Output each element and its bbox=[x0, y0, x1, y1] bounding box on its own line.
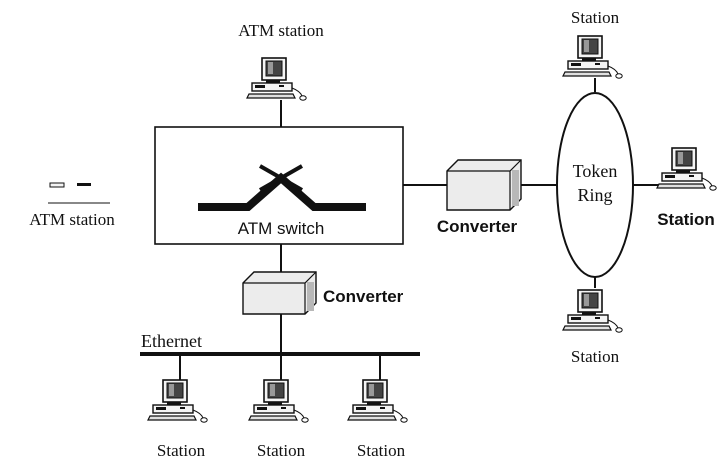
token-ring-label-line1: Token bbox=[573, 161, 618, 181]
station-eth-1-label: Station bbox=[157, 441, 206, 460]
computer-icon bbox=[49, 182, 65, 188]
atm-switch-box bbox=[154, 126, 404, 245]
computer-icon bbox=[562, 35, 624, 79]
computer-icon bbox=[248, 379, 310, 424]
ethernet-label: Ethernet bbox=[141, 331, 202, 351]
token-ring-label-line2: Ring bbox=[577, 185, 612, 205]
atm-station-left bbox=[48, 182, 110, 204]
computer-icon bbox=[347, 379, 409, 424]
station-eth-3-label: Station bbox=[357, 441, 406, 460]
converter-right-label: Converter bbox=[437, 217, 518, 236]
converter-bottom-box bbox=[242, 271, 317, 315]
converter-bottom-label: Converter bbox=[323, 287, 404, 306]
station-eth-2-label: Station bbox=[257, 441, 306, 460]
links bbox=[179, 78, 662, 380]
keyboard-icon bbox=[77, 183, 91, 186]
computer-icon bbox=[656, 147, 718, 191]
atm-station-left-label: ATM station bbox=[29, 210, 115, 229]
converter-right-box bbox=[446, 159, 522, 211]
atm-station-top-label: ATM station bbox=[238, 21, 324, 40]
station-tr-right-label: Station bbox=[657, 210, 715, 229]
atm-switch-label: ATM switch bbox=[238, 219, 325, 238]
atm-switch-fabric-icon bbox=[198, 164, 366, 211]
computer-icon bbox=[246, 57, 308, 101]
computer-icon bbox=[562, 289, 624, 334]
ethernet-bus bbox=[140, 352, 420, 356]
station-tr-top-label: Station bbox=[571, 8, 620, 27]
computer-icon bbox=[147, 379, 208, 424]
station-tr-bottom-label: Station bbox=[571, 347, 620, 366]
token-ring bbox=[556, 92, 634, 278]
